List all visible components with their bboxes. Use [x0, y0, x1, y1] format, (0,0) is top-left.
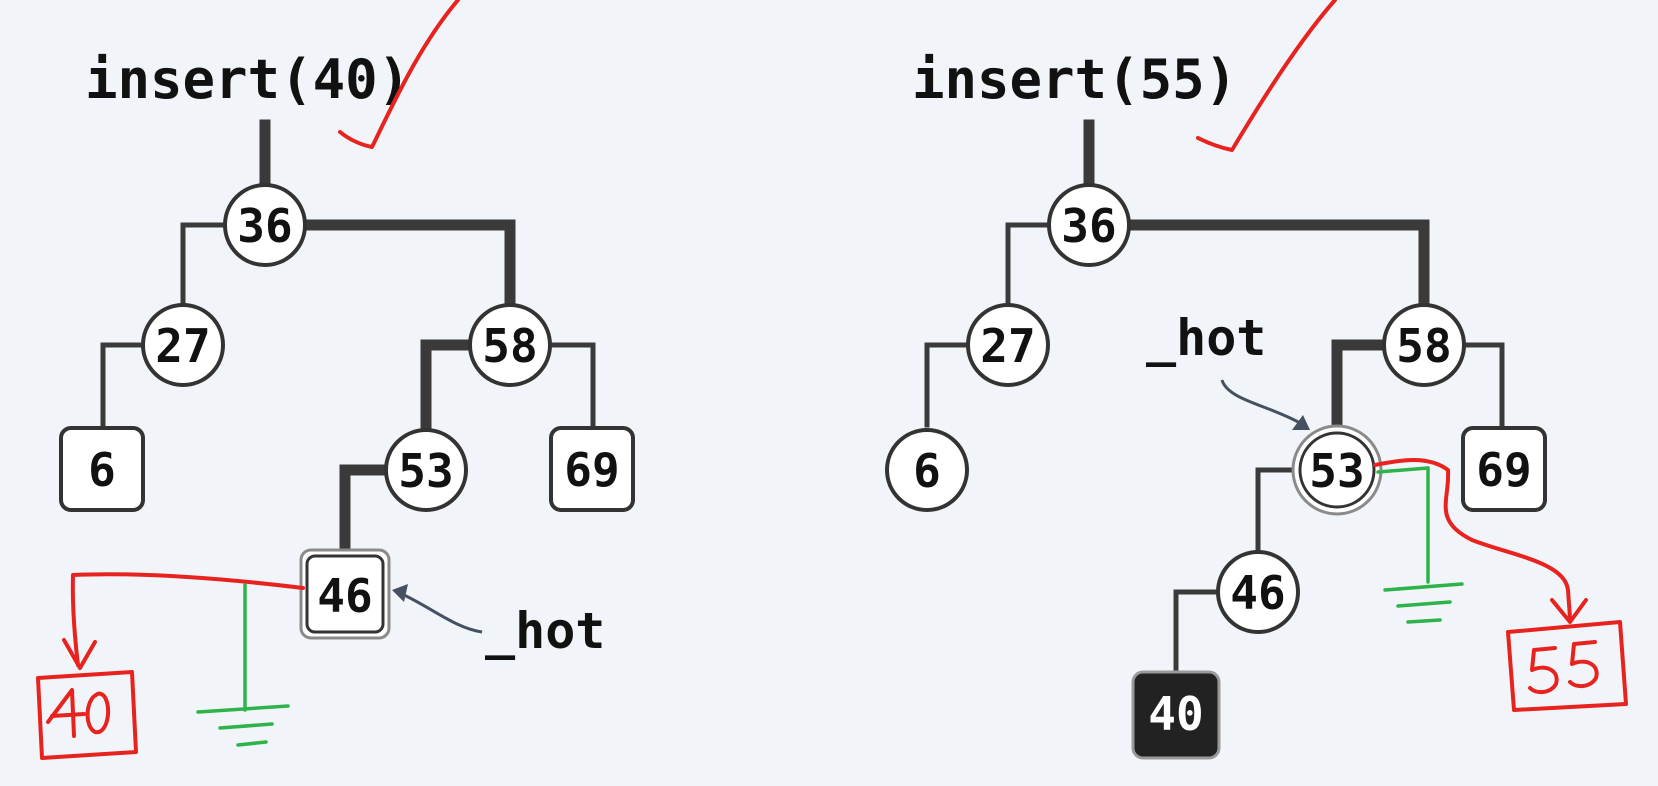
left-node-69: 69 [549, 426, 635, 512]
left-node-36: 36 [223, 183, 307, 267]
svg-text:27: 27 [155, 319, 210, 373]
left-hot-label: _hot [485, 602, 605, 660]
svg-text:58: 58 [482, 319, 537, 373]
left-node-6: 6 [59, 426, 145, 512]
right-red-annotations [1196, 0, 1628, 712]
left-node-46-hot: 46 [299, 548, 391, 640]
right-node-46: 46 [1216, 550, 1300, 634]
left-node-53: 53 [384, 428, 468, 512]
right-node-36: 36 [1047, 183, 1131, 267]
left-ground-symbol [196, 583, 290, 747]
right-node-53-hot: 53 [1291, 424, 1383, 516]
left-tree-edges [100, 119, 596, 554]
svg-text:58: 58 [1396, 319, 1451, 373]
right-node-58: 58 [1382, 303, 1466, 387]
right-node-27: 27 [966, 303, 1050, 387]
svg-text:6: 6 [88, 443, 116, 497]
left-panel: insert(40) 36 27 58 6 [36, 0, 635, 760]
left-node-27: 27 [141, 303, 225, 387]
svg-text:27: 27 [980, 319, 1035, 373]
svg-text:6: 6 [913, 444, 941, 498]
svg-text:36: 36 [1061, 199, 1116, 253]
right-hot-arrow [1220, 379, 1301, 425]
right-node-40-inserted: 40 [1131, 670, 1221, 760]
right-tree-edges [924, 119, 1505, 675]
right-node-6: 6 [885, 428, 969, 512]
left-hot-arrowhead [392, 584, 408, 602]
svg-text:53: 53 [398, 444, 453, 498]
svg-text:53: 53 [1309, 444, 1364, 498]
svg-text:40: 40 [1148, 687, 1203, 741]
svg-text:46: 46 [1230, 566, 1285, 620]
svg-text:69: 69 [564, 443, 619, 497]
right-hot-arrowhead [1292, 415, 1310, 430]
left-insert-call: insert(40) [85, 48, 410, 111]
svg-text:36: 36 [237, 199, 292, 253]
right-ground-symbol [1376, 466, 1464, 624]
right-insert-call: insert(55) [912, 48, 1237, 111]
svg-text:69: 69 [1476, 443, 1531, 497]
svg-text:46: 46 [317, 569, 372, 623]
left-node-58: 58 [468, 303, 552, 387]
right-hot-label: _hot [1146, 309, 1266, 367]
left-red-annotations [36, 0, 460, 760]
right-panel: insert(55) 36 27 58 6 [885, 0, 1628, 760]
left-hot-arrow [401, 592, 483, 634]
right-node-69: 69 [1461, 426, 1547, 512]
